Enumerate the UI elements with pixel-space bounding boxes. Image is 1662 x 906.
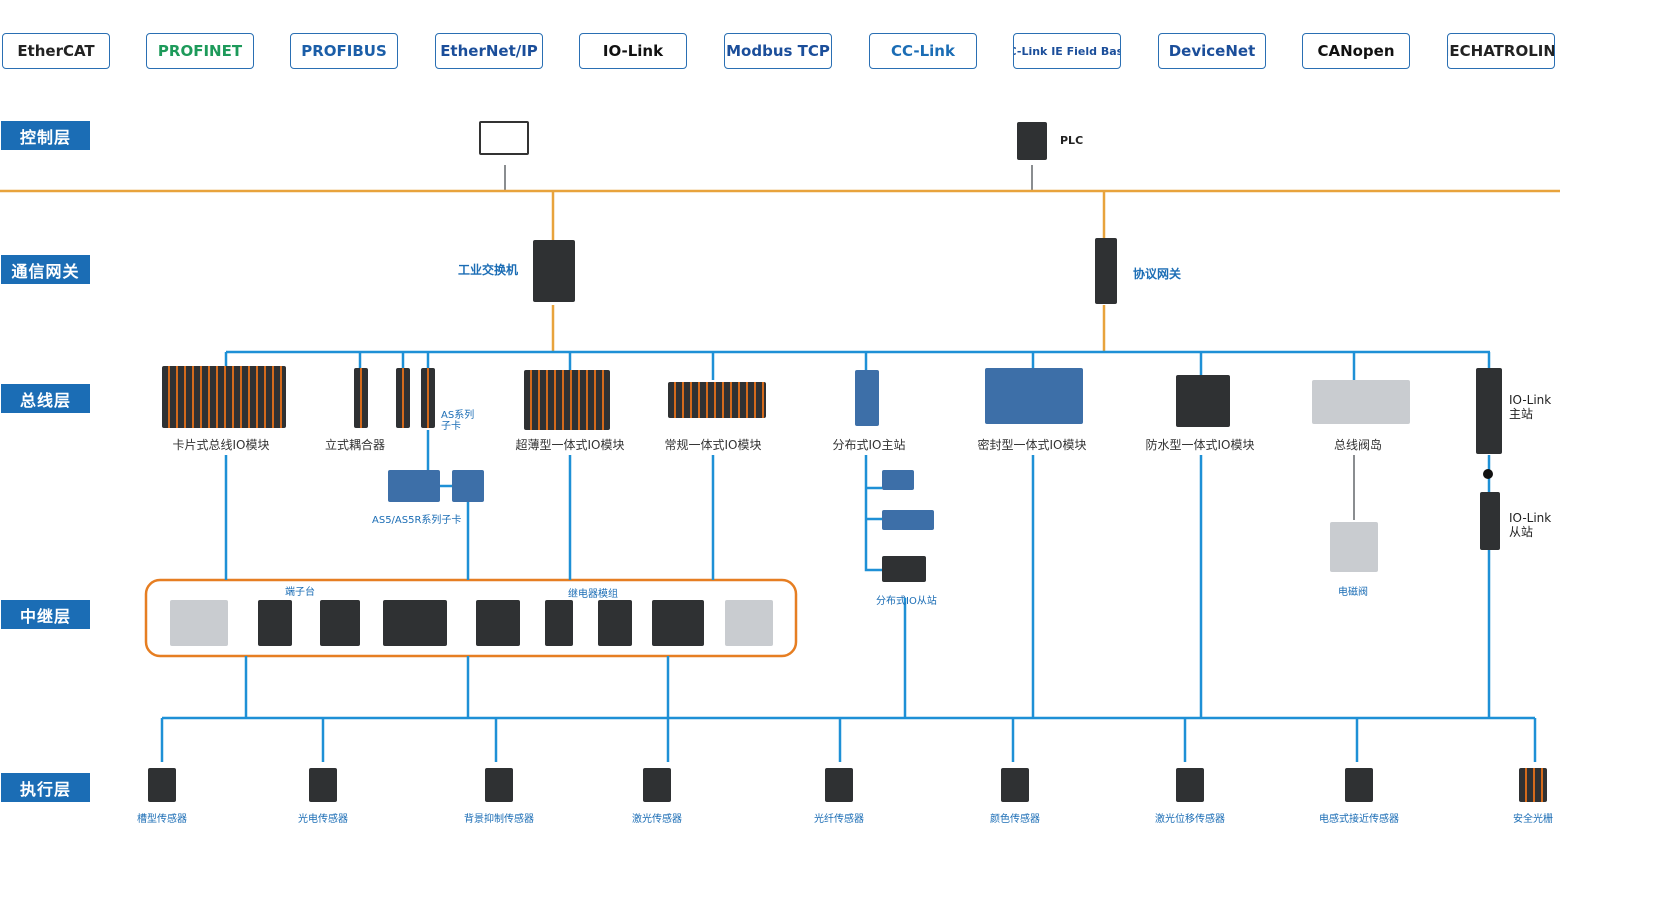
plc-device	[1017, 122, 1047, 160]
protocol-gateway-label: 协议网关	[1133, 267, 1182, 281]
sensor-label: 激光传感器	[632, 814, 682, 825]
sensor-device	[1001, 768, 1029, 802]
bus-device-label: 超薄型一体式IO模块	[515, 438, 625, 452]
as5-card	[388, 470, 440, 502]
sensor-device	[1176, 768, 1204, 802]
logo-mechatrolink: MECHATROLINK	[1447, 33, 1555, 69]
bus-device-label: 防水型一体式IO模块	[1145, 438, 1255, 452]
valve-island	[1312, 380, 1410, 424]
bus-device-label: 密封型一体式IO模块	[977, 438, 1087, 452]
relay-module-label: 继电器模组	[568, 589, 618, 600]
logo-io-link: IO-Link	[579, 33, 687, 69]
logo-devicenet: DeviceNet	[1158, 33, 1266, 69]
layer-bus: 总线层	[1, 384, 90, 413]
as-card	[421, 368, 435, 428]
sensor-device	[1519, 768, 1547, 802]
plc-label: PLC	[1060, 134, 1084, 147]
logo-profinet: PROFINET	[146, 33, 254, 69]
sensor-label: 光纤传感器	[814, 814, 864, 825]
iolink-slave	[1480, 492, 1500, 550]
sensor-label: 背景抑制传感器	[464, 814, 534, 825]
sensor-label: 电感式接近传感器	[1319, 814, 1399, 825]
terminal-block	[383, 600, 447, 646]
sensor-device	[643, 768, 671, 802]
sensor-device	[309, 768, 337, 802]
sensor-label: 安全光栅	[1513, 814, 1553, 825]
protocol-gateway	[1095, 238, 1117, 304]
logo-ethernet-ip: EtherNet/IP	[435, 33, 543, 69]
switch-label: 工业交换机	[458, 263, 519, 277]
terminal-label: 端子台	[285, 587, 315, 598]
terminal-block	[258, 600, 292, 646]
monitor-icon	[479, 121, 529, 155]
as-card-label: AS系列 子卡	[441, 410, 475, 432]
waterproof-io-module	[1176, 375, 1230, 427]
distributed-slave-label: 分布式IO从站	[876, 596, 937, 607]
sensor-label: 光电传感器	[298, 814, 348, 825]
sensor-device	[825, 768, 853, 802]
sensor-label: 颜色传感器	[990, 814, 1040, 825]
logo-cc-link-ie-field-basic: CC-Link IE Field Basic	[1013, 33, 1121, 69]
distributed-io-master	[855, 370, 879, 426]
bus-device-label: 立式耦合器	[324, 438, 386, 452]
slim-io-module	[524, 370, 610, 430]
bus-device-label: 卡片式总线IO模块	[172, 438, 270, 452]
standard-io-module	[668, 382, 766, 418]
bus-device-label: 总线阀岛	[1333, 438, 1383, 452]
industrial-switch	[533, 240, 575, 302]
sensor-device	[148, 768, 176, 802]
distributed-io-slave	[882, 556, 926, 582]
distributed-io-slave	[882, 510, 934, 530]
card-io-module	[162, 366, 286, 428]
sealed-io-module	[985, 368, 1083, 424]
iolink-master-label: IO-Link 主站	[1509, 393, 1552, 421]
sensor-label: 激光位移传感器	[1155, 814, 1225, 825]
logo-cc-link: CC-Link	[869, 33, 977, 69]
sensor-device	[1345, 768, 1373, 802]
logo-ethercat: EtherCAT	[2, 33, 110, 69]
terminal-block	[320, 600, 360, 646]
relay-module	[598, 600, 632, 646]
relay-module	[652, 600, 704, 646]
coupler	[354, 368, 368, 428]
solenoid-label: 电磁阀	[1338, 587, 1368, 598]
layer-relay: 中继层	[1, 600, 90, 629]
coupler	[396, 368, 410, 428]
logo-profibus: PROFIBUS	[290, 33, 398, 69]
relay-module	[476, 600, 520, 646]
iolink-connector-icon	[1483, 469, 1493, 479]
as5-card-label: AS5/AS5R系列子卡	[372, 515, 462, 526]
distributed-io-slave	[882, 470, 914, 490]
as5-card	[452, 470, 484, 502]
solenoid-valve	[1330, 522, 1378, 572]
sensor-label: 槽型传感器	[137, 814, 187, 825]
bus-device-label: 分布式IO主站	[832, 438, 906, 452]
iolink-master	[1476, 368, 1502, 454]
layer-control: 控制层	[1, 121, 90, 150]
relay-module	[545, 600, 573, 646]
terminal-block	[170, 600, 228, 646]
logo-canopen: CANopen	[1302, 33, 1410, 69]
iolink-slave-label: IO-Link 从站	[1509, 511, 1552, 539]
layer-gateway: 通信网关	[1, 255, 90, 284]
layer-actuator: 执行层	[1, 773, 90, 802]
bus-device-label: 常规一体式IO模块	[664, 438, 762, 452]
logo-modbus-tcp: Modbus TCP	[724, 33, 832, 69]
relay-module	[725, 600, 773, 646]
sensor-device	[485, 768, 513, 802]
